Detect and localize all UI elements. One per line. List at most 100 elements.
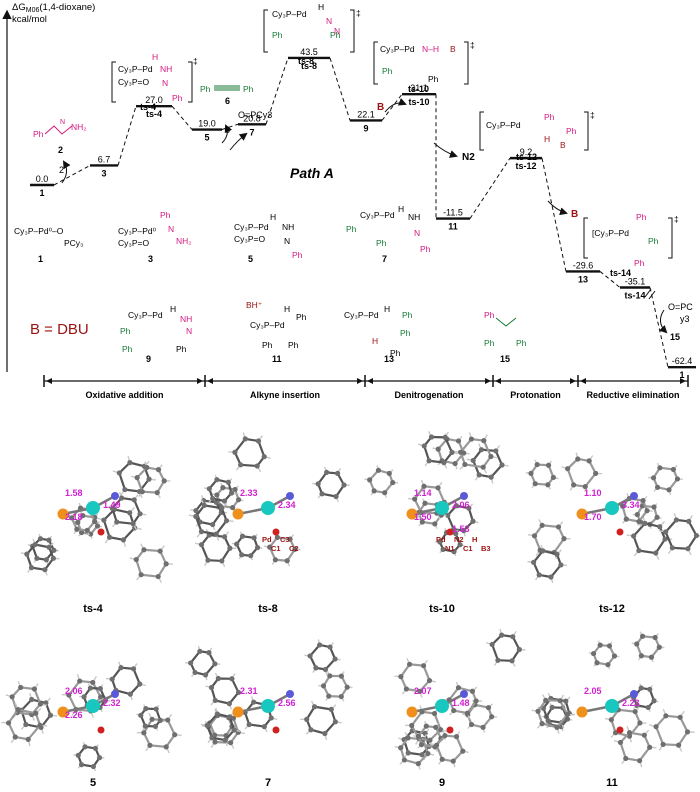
atom-label: C1 (463, 544, 473, 553)
label-ts-8: ts-8 (298, 56, 314, 66)
label-2: 2 (58, 145, 63, 155)
geometry-label: 11 (606, 777, 618, 789)
connector (541, 158, 567, 272)
species-label: ts-14 (624, 290, 645, 300)
connector (265, 57, 289, 125)
phosphorus-atom (576, 508, 588, 520)
molecule-model (364, 430, 509, 557)
connector (381, 93, 403, 121)
svg-text:Ph: Ph (648, 236, 659, 246)
molecule-model (531, 631, 695, 768)
svg-text:Ph: Ph (516, 338, 527, 348)
palladium-atom (435, 501, 449, 515)
phosphorus-atom (232, 508, 244, 520)
structure-11: BH⁺ Cy₃P–Pd H Ph Ph Ph (246, 300, 307, 350)
svg-text:Ph: Ph (200, 84, 211, 94)
svg-text:Ph: Ph (402, 310, 413, 320)
energy-value: 22.1 (357, 109, 375, 119)
svg-text:N–H: N–H (422, 44, 439, 54)
svg-text:Cy₃P–Pd⁰–O: Cy₃P–Pd⁰–O (14, 226, 64, 236)
label-3: 3 (148, 254, 153, 264)
svg-text:NH₂: NH₂ (71, 122, 87, 132)
svg-text:Cy₃P–Pd: Cy₃P–Pd (234, 222, 269, 232)
energy-value: -35.1 (625, 276, 646, 286)
stage-label: Alkyne insertion (250, 390, 320, 400)
structure-3: Cy₃P–Pd⁰ Cy₃P=O Ph N NH₂ (118, 210, 192, 248)
structure-ts-14: [Cy₃P–Pd Ph Ph Ph ‡ (583, 212, 679, 268)
svg-text:Ph: Ph (33, 129, 44, 139)
nitrogen-atom (111, 492, 119, 500)
nitrogen-atom (630, 492, 638, 500)
palladium-atom (435, 699, 449, 713)
energy-value: -29.6 (573, 260, 594, 270)
palladium-atom (261, 699, 275, 713)
svg-text:PCy₃: PCy₃ (64, 238, 84, 248)
svg-text:B: B (560, 140, 566, 150)
bond-distance: 2.32 (103, 698, 121, 708)
svg-text:Ph: Ph (634, 258, 645, 268)
svg-text:Ph: Ph (160, 210, 171, 220)
svg-text:H: H (398, 204, 404, 214)
geometry-label: ts-10 (429, 603, 455, 615)
structure-15: Ph Ph Ph (484, 310, 527, 348)
svg-text:N: N (334, 26, 340, 36)
atom-label: Pd (436, 535, 446, 544)
svg-text:Ph: Ph (330, 30, 341, 40)
reagent-arrows (61, 98, 668, 334)
bond-distance: 1.70 (584, 512, 602, 522)
species-label: ts-4 (146, 109, 162, 119)
bond-distance: 3.34 (622, 500, 640, 510)
energy-value: 20.8 (243, 113, 261, 123)
oxygen-atom (272, 528, 280, 536)
bond-distance: 2.56 (278, 698, 296, 708)
reagent-opcy3: O=PCy3 (238, 110, 272, 120)
structure-ts-8: Cy₃P–Pd H Ph Ph N N ‡ (263, 2, 361, 53)
energy-value: 19.0 (198, 119, 216, 129)
energy-value: -62.4 (672, 356, 693, 366)
svg-text:NH₂: NH₂ (176, 236, 192, 246)
label-9: 9 (146, 354, 151, 364)
oxygen-atom (272, 726, 280, 734)
geometry-label: ts-8 (258, 603, 278, 615)
geometry-label: 7 (265, 777, 271, 789)
nitrogen-atom (460, 690, 468, 698)
connector (171, 105, 193, 130)
svg-text:N: N (284, 236, 290, 246)
species-label: 5 (204, 133, 209, 143)
palladium-atom (605, 699, 619, 713)
energy-value: 27.0 (145, 95, 163, 105)
molecule-model (188, 432, 350, 568)
svg-text:N: N (414, 228, 420, 238)
svg-text:Ph: Ph (390, 348, 401, 358)
svg-text:Ph: Ph (428, 74, 439, 84)
svg-text:BH⁺: BH⁺ (246, 300, 263, 310)
svg-text:Ph: Ph (172, 93, 183, 103)
species-label: 1 (679, 370, 684, 380)
svg-text:H: H (318, 2, 324, 12)
structure-ts-10: Cy₃P–Pd N–H B Ph Ph ‡ (373, 40, 475, 85)
reagent-15: 15 (670, 332, 680, 342)
atom-label: C1 (271, 544, 281, 553)
geometry-label: ts-4 (83, 603, 103, 615)
atom-label: C2 (289, 544, 299, 553)
reagent-base-2: B (571, 209, 578, 220)
stage-label: Oxidative addition (85, 390, 163, 400)
label-11: 11 (272, 354, 282, 364)
molecule-model (394, 628, 526, 770)
reagent-2: 2 (59, 165, 64, 175)
label-ts-10: ts-10 (408, 84, 429, 94)
svg-text:Cy₃P–Pd: Cy₃P–Pd (486, 120, 521, 130)
svg-text:Cy₃P–Pd⁰: Cy₃P–Pd⁰ (118, 226, 157, 236)
svg-text:‡: ‡ (674, 214, 679, 224)
svg-text:Cy₃P–Pd: Cy₃P–Pd (360, 210, 395, 220)
atom-label: B3 (481, 544, 491, 553)
palladium-atom (86, 501, 100, 515)
atom-label: H (472, 535, 477, 544)
svg-text:Ph: Ph (376, 238, 387, 248)
structure-ts-4: Cy₃P–Pd Cy₃P=O H NH N Ph ‡ (111, 52, 198, 103)
reagent-opc-top: O=PC (668, 302, 693, 312)
oxygen-atom (446, 726, 454, 734)
species-label: 9 (363, 123, 368, 133)
svg-text:N: N (168, 224, 174, 234)
label-ts-14: ts-14 (610, 268, 631, 278)
